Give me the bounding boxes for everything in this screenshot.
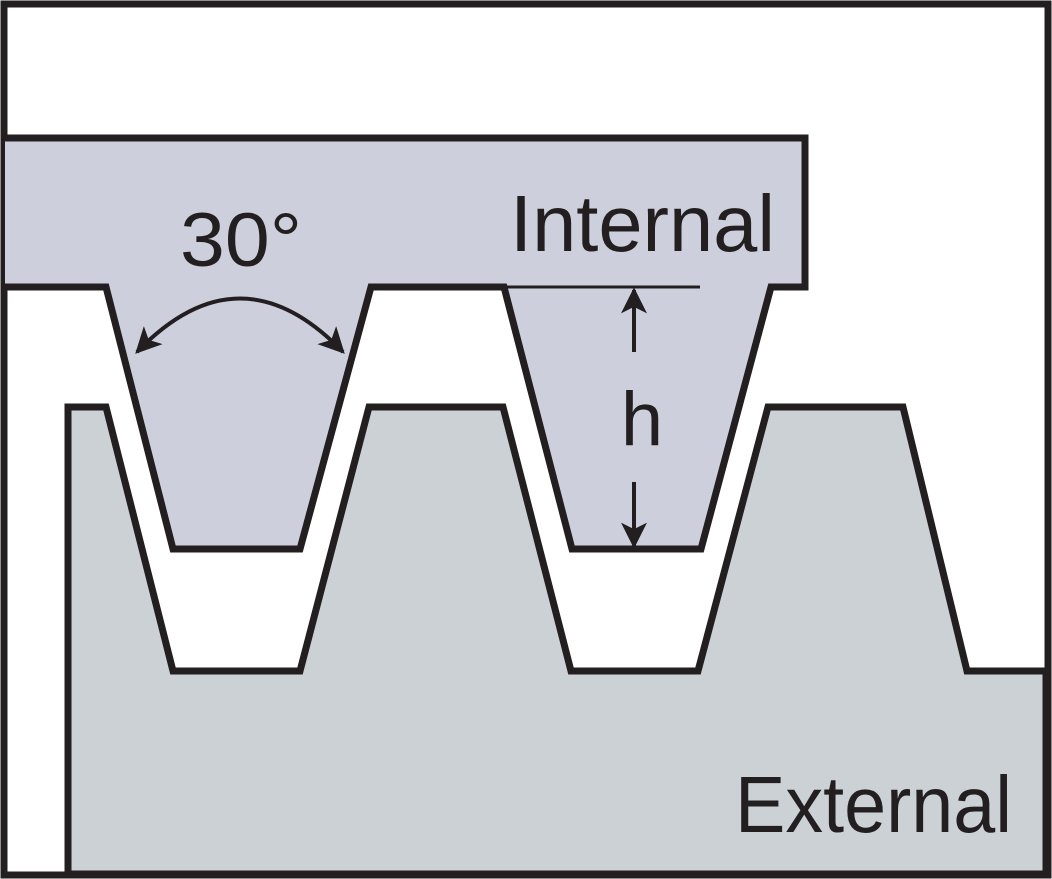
height-label: h (621, 377, 663, 462)
internal-label: Internal (510, 179, 775, 268)
angle-label: 30° (180, 198, 302, 283)
external-thread (64, 403, 1050, 878)
internal-thread (5, 134, 809, 553)
external-label: External (735, 760, 1012, 849)
angle-arc-arrow (135, 296, 345, 354)
